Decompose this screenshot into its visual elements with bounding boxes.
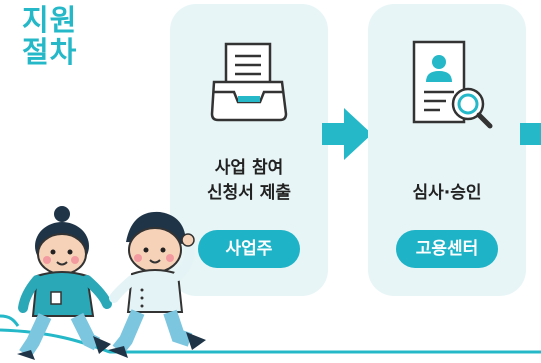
- step-1-label-line-2: 신청서 제출: [206, 183, 292, 203]
- actor-badge-employer: 사업주: [198, 230, 300, 268]
- step-card-review: 심사·승인 고용센터: [368, 4, 526, 296]
- document-magnifier-icon: [412, 40, 493, 129]
- title-line-1: 지원: [22, 3, 78, 37]
- running-boy-character-icon: [17, 206, 112, 360]
- document-tray-icon: [210, 42, 288, 122]
- title-line-2: 절차: [22, 35, 78, 69]
- step-1-label: 사업 참여 신청서 제출: [170, 156, 328, 206]
- step-2-label: 심사·승인: [412, 183, 482, 203]
- step-1-label-line-1: 사업 참여: [214, 158, 284, 178]
- arrow-right-icon: [520, 123, 541, 145]
- step-card-application: 사업 참여 신청서 제출 사업주: [170, 4, 328, 296]
- actor-badge-employment-center: 고용센터: [396, 230, 498, 268]
- arrow-right-icon: [322, 108, 372, 160]
- running-boy-character-icon: [108, 211, 206, 358]
- section-title: 지원 절차: [22, 4, 77, 68]
